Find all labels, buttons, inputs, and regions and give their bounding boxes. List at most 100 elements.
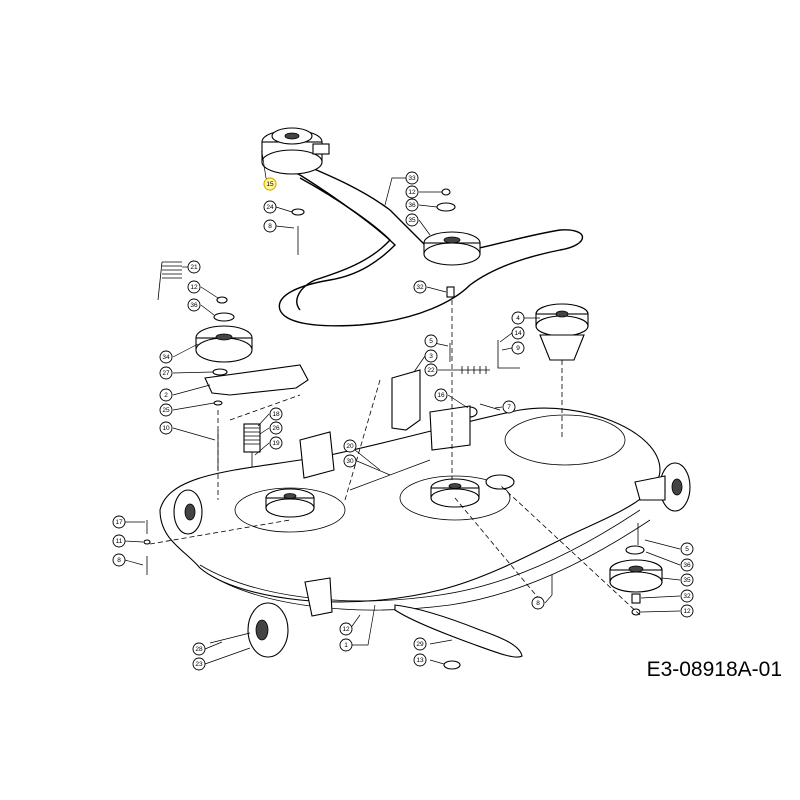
idler-pulley-left: [195, 296, 253, 363]
deck-opening-left: [234, 487, 346, 533]
callout-number: 35: [683, 577, 691, 584]
idler-pulley-right: [609, 545, 663, 616]
callout-number: 32: [416, 284, 424, 291]
spring-left: [157, 261, 182, 301]
callout-number: 14: [514, 330, 522, 337]
callout-number: 5: [429, 338, 433, 345]
leader-lines: [124, 151, 681, 665]
callout-number: 32: [683, 593, 691, 600]
electric-clutch: [261, 127, 330, 175]
callout-number: 8: [268, 223, 272, 230]
callout-number: 17: [115, 519, 123, 526]
callout-32: 32: [413, 280, 427, 294]
washer: [291, 208, 305, 216]
callout-19: 19: [269, 436, 283, 450]
callout-number: 19: [272, 440, 280, 447]
callout-26: 26: [269, 421, 283, 435]
callout-29: 29: [413, 637, 427, 651]
callout-18: 18: [269, 407, 283, 421]
callout-14: 14: [511, 326, 525, 340]
callout-number: 5: [685, 546, 689, 553]
callout-number: 18: [272, 411, 280, 418]
deck-opening-right: [504, 414, 626, 466]
callout-2: 2: [159, 388, 173, 402]
callout-number: 20: [346, 443, 354, 450]
callout-number: 23: [195, 661, 203, 668]
callout-8: 8: [263, 219, 277, 233]
callout-15: 15: [263, 177, 277, 191]
deck-opening-center: [399, 475, 511, 521]
spindle-assembly-right: [535, 303, 589, 361]
tension-spring-assembly: [243, 423, 261, 478]
callout-30: 30: [343, 454, 357, 468]
callout-12: 12: [339, 622, 353, 636]
callout-4: 4: [511, 311, 525, 325]
callout-21: 21: [187, 260, 201, 274]
callout-number: 26: [272, 425, 280, 432]
spring-22: [460, 366, 490, 374]
callout-5: 5: [680, 542, 694, 556]
rod-14: [497, 340, 520, 369]
callout-9: 9: [511, 341, 525, 355]
callout-number: 15: [266, 181, 274, 188]
callout-number: 24: [266, 204, 274, 211]
deck-wheel-left: [173, 489, 203, 535]
callout-number: 10: [162, 425, 170, 432]
callout-number: 35: [408, 217, 416, 224]
deck-skirt-line: [199, 509, 641, 602]
assembly-line: [344, 379, 381, 501]
callout-number: 7: [507, 404, 511, 411]
callout-10: 10: [159, 421, 173, 435]
callout-number: 11: [116, 538, 123, 545]
front-gauge-wheel: [209, 602, 289, 658]
idler-pulley-upper: [423, 188, 481, 298]
callout-3: 3: [424, 349, 438, 363]
callout-5: 5: [424, 334, 438, 348]
front-bracket: [304, 577, 333, 617]
callout-27: 27: [159, 366, 173, 380]
callout-number: 36: [408, 202, 416, 209]
callout-32: 32: [680, 589, 694, 603]
callout-35: 35: [680, 573, 694, 587]
callout-number: 12: [683, 608, 691, 615]
callout-34: 34: [159, 350, 173, 364]
diagram-code: E3-08918A-01: [646, 658, 782, 681]
callout-number: 16: [437, 392, 445, 399]
callout-number: 3: [429, 353, 433, 360]
assembly-line: [229, 394, 301, 421]
callout-layer: 1524833123635322112363427225101826195322…: [112, 171, 694, 671]
callout-1: 1: [339, 638, 353, 652]
callout-36: 36: [187, 298, 201, 312]
callout-number: 33: [408, 175, 416, 182]
callout-number: 1: [344, 642, 348, 649]
callout-number: 8: [117, 557, 121, 564]
callout-number: 30: [346, 458, 354, 465]
callout-23: 23: [192, 657, 206, 671]
callout-17: 17: [112, 515, 126, 529]
drive-belt-inner: [296, 177, 391, 311]
callout-24: 24: [263, 200, 277, 214]
callout-number: 9: [516, 345, 520, 352]
drive-belt: [261, 149, 583, 327]
idler-bracket: [204, 364, 309, 396]
callout-11: 11: [112, 534, 126, 548]
blade-nut: [443, 660, 461, 670]
callout-number: 36: [190, 302, 198, 309]
spindle-pulley-left: [265, 488, 315, 518]
callout-7: 7: [502, 400, 516, 414]
assembly-line: [454, 497, 541, 601]
callout-number: 29: [416, 641, 424, 648]
callout-number: 22: [427, 367, 435, 374]
spindle-pulley-center: [430, 478, 480, 508]
callout-28: 28: [192, 642, 206, 656]
callout-number: 12: [342, 626, 350, 633]
callout-36: 36: [405, 198, 419, 212]
callout-number: 4: [516, 315, 520, 322]
callout-22: 22: [424, 363, 438, 377]
callout-number: 36: [683, 562, 691, 569]
callout-13: 13: [413, 653, 427, 667]
callout-number: 8: [536, 600, 540, 607]
callout-36: 36: [680, 558, 694, 572]
wheel-bracket-right: [634, 475, 666, 501]
callout-number: 12: [408, 189, 416, 196]
